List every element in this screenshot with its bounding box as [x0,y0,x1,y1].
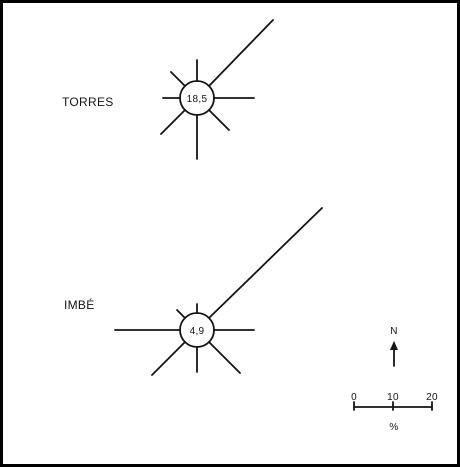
scale-label-20: 20 [426,392,438,403]
station-label-imbe: IMBÉ [64,297,95,312]
scale-label-0: 0 [351,392,357,403]
north-label: N [390,326,398,337]
torres-calm-value: 18,5 [187,94,208,105]
scale-unit-label: % [389,422,398,433]
station-label-torres: TORRES [62,95,114,109]
imbe-calm-value: 4,9 [190,326,205,337]
scale-label-10: 10 [387,392,399,403]
